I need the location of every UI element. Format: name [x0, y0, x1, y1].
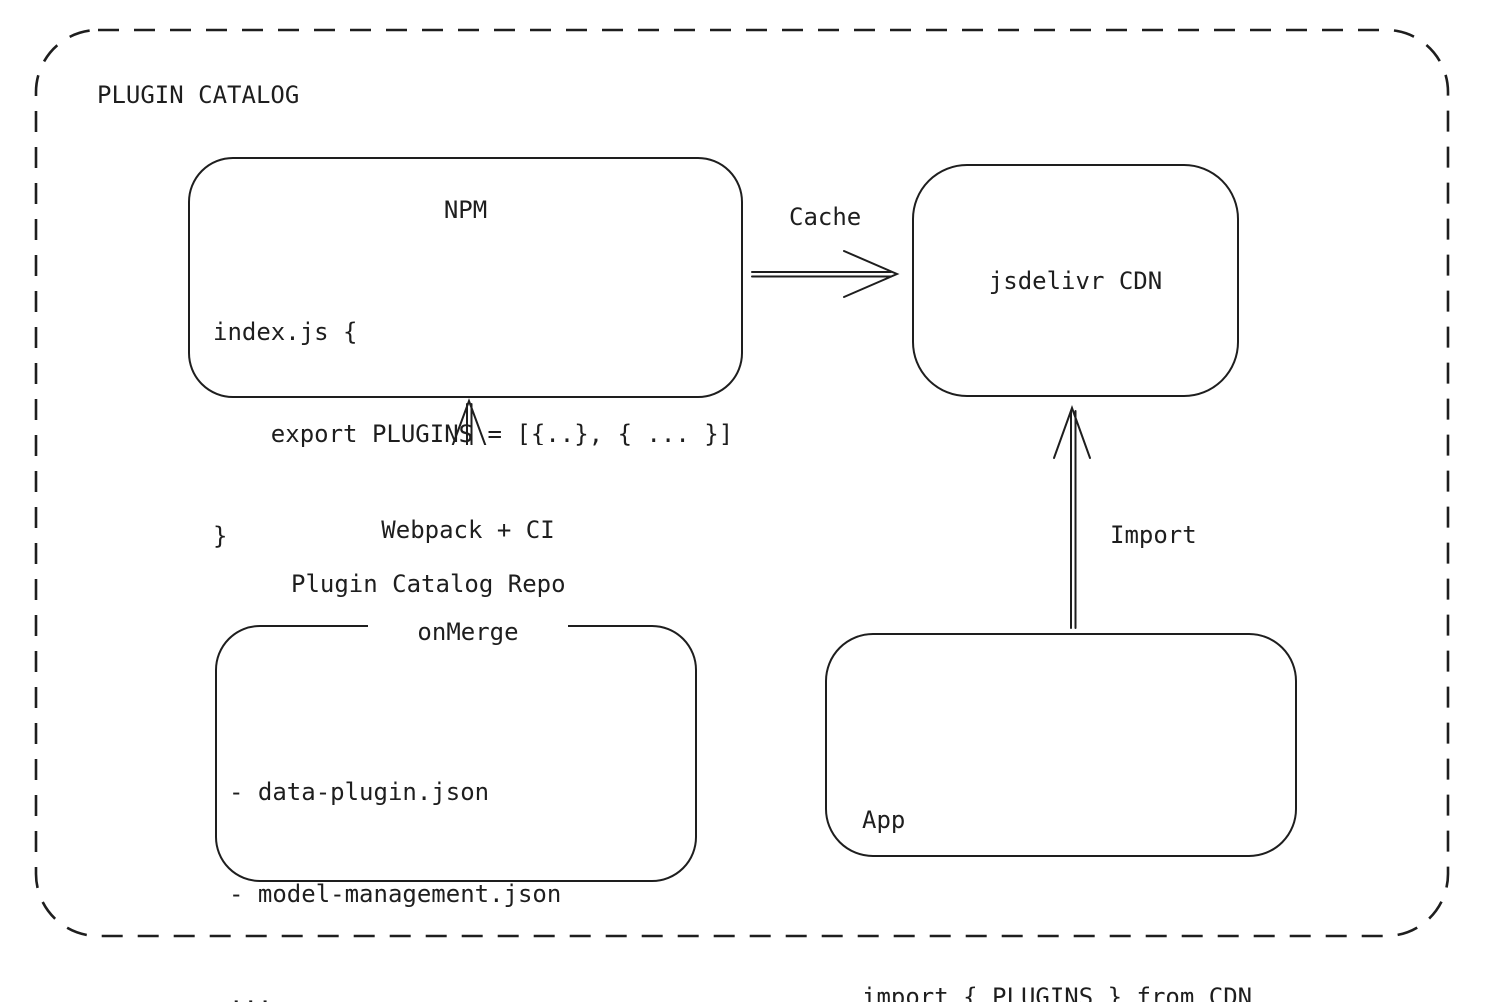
- npm-code-line: }: [213, 522, 228, 550]
- npm-node-code: index.js { export PLUGINS = [{..}, { ...…: [213, 247, 733, 621]
- build-arrow-label-line2: onMerge: [417, 618, 519, 646]
- cache-arrow: [751, 250, 900, 298]
- build-arrow-label-line1: Webpack + CI: [381, 516, 555, 544]
- npm-code-line: index.js {: [213, 318, 358, 346]
- repo-node-label: Plugin Catalog Repo: [291, 567, 566, 601]
- npm-node: NPM index.js { export PLUGINS = [{..}, {…: [188, 157, 743, 550]
- import-arrow: [1053, 405, 1091, 629]
- repo-item: - model-management.json: [229, 880, 562, 908]
- repo-item: ...: [229, 982, 273, 1002]
- repo-node-items: - data-plugin.json - model-management.js…: [229, 707, 561, 1002]
- repo-item: - data-plugin.json: [229, 778, 490, 806]
- app-node-title: App: [862, 806, 906, 834]
- import-arrow-label: Import: [1110, 521, 1197, 549]
- catalog-frame-border: [34, 28, 1450, 938]
- npm-code-line: export PLUGINS = [{..}, { ... }]: [213, 420, 734, 448]
- app-node: App import { PLUGINS } from CDN PLUGINS.…: [825, 633, 1297, 1002]
- cache-arrow-label: Cache: [789, 203, 862, 231]
- npm-node-title: NPM: [443, 196, 488, 224]
- cdn-node: jsdelivr CDN: [912, 164, 1239, 397]
- app-node-content: App import { PLUGINS } from CDN PLUGINS.…: [862, 673, 1252, 1002]
- app-code-line: import { PLUGINS } from CDN: [862, 983, 1253, 1002]
- catalog-frame-title: PLUGIN CATALOG: [97, 81, 300, 109]
- cdn-node-title: jsdelivr CDN: [988, 266, 1163, 295]
